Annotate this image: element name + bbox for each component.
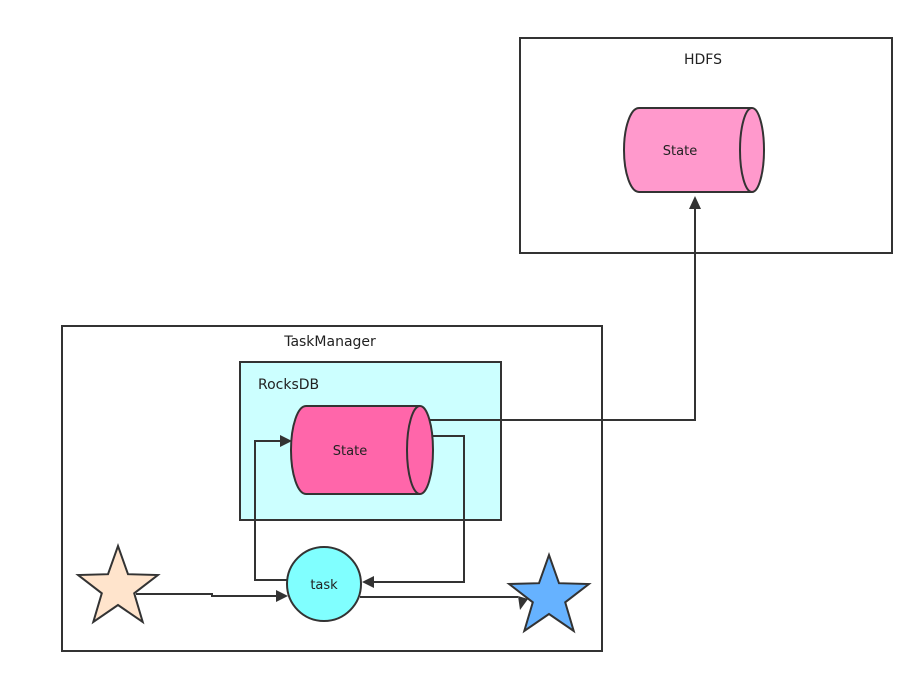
task-circle (286, 546, 362, 622)
hdfs-state-end-curve (739, 107, 753, 193)
edge-rocksdb-state-to-task-arrow (362, 576, 374, 588)
hdfs-state-cylinder[interactable]: State (623, 107, 765, 193)
task-node[interactable]: task (286, 546, 362, 622)
task-label: task (310, 578, 338, 593)
edge-source-to-task-arrow (276, 590, 288, 602)
edge-task-to-sink-arrow (518, 596, 528, 610)
edge-rocksdb-to-hdfs-arrow (689, 196, 701, 209)
rocksdb-state-cylinder[interactable]: State (290, 405, 434, 495)
edge-rocksdb-state-to-task (374, 435, 465, 583)
source-star-icon[interactable] (75, 543, 161, 625)
hdfs-state-label: State (663, 144, 697, 159)
rocksdb-state-end-curve (406, 405, 421, 495)
taskmanager-title: TaskManager (283, 334, 376, 350)
hdfs-title: HDFS (684, 52, 722, 68)
rocksdb-title: RocksDB (258, 377, 319, 393)
rocksdb-state-label: State (333, 444, 367, 459)
edge-task-to-rocksdb-state (254, 440, 290, 581)
sink-star-icon[interactable] (506, 552, 592, 634)
edge-source-to-task (136, 593, 276, 597)
edge-rocksdb-to-hdfs (430, 208, 696, 421)
edge-task-to-rocksdb-state-arrow (280, 435, 292, 447)
